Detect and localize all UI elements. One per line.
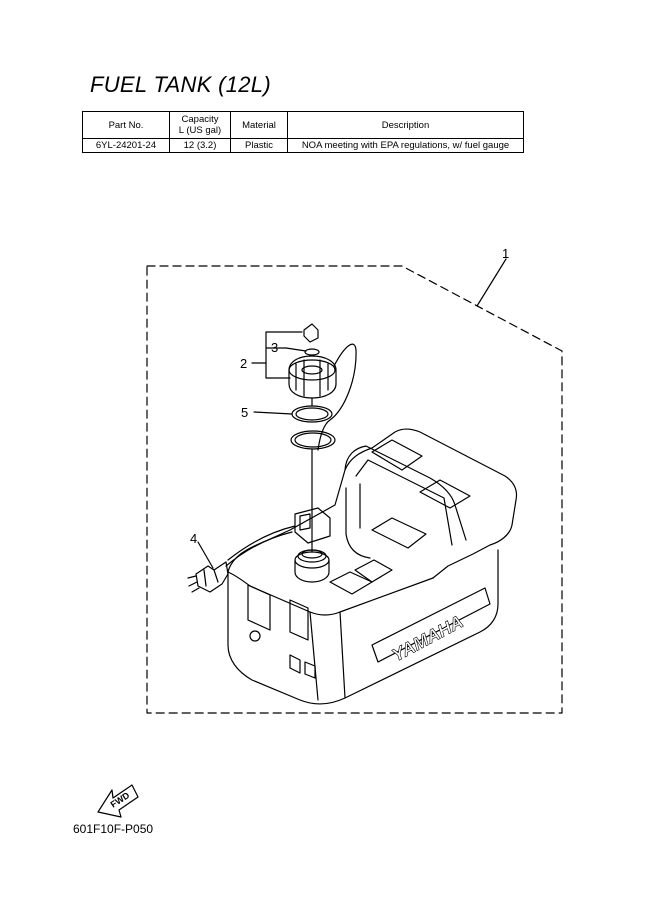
assembly-boundary (146, 265, 563, 714)
cell-capacity: 12 (3.2) (169, 138, 231, 153)
cell-part-no: 6YL-24201-24 (82, 138, 170, 153)
callout-5-leader (253, 411, 293, 415)
filler-cap (288, 323, 337, 399)
callout-3: 3 (271, 340, 278, 355)
cap-gasket (291, 405, 333, 423)
callout-1-leader (476, 258, 507, 307)
table-row: 6YL-24201-24 12 (3.2) Plastic NOA meetin… (82, 138, 524, 153)
cell-description: NOA meeting with EPA regulations, w/ fue… (287, 138, 524, 153)
page-title: FUEL TANK (12L) (90, 72, 271, 97)
table-header-row: Part No. Capacity L (US gal) Material De… (82, 111, 524, 139)
o-ring (290, 430, 336, 450)
header-capacity-line2: L (US gal) (178, 125, 222, 136)
callout-4-leader (197, 541, 214, 569)
figure-code: 601F10F-P050 (73, 822, 154, 836)
fwd-arrow-icon: FWD (97, 784, 139, 818)
header-capacity-line1: Capacity (181, 114, 219, 125)
fuel-connector (187, 561, 229, 593)
callout-2: 2 (240, 356, 247, 371)
fuel-tank: YAMAHA (225, 428, 518, 705)
callout-4: 4 (190, 531, 197, 546)
spec-table: Part No. Capacity L (US gal) Material De… (82, 111, 524, 153)
gauge-wire (317, 343, 357, 451)
header-part-no: Part No. (82, 111, 170, 139)
callout-5: 5 (241, 405, 248, 420)
callout-1: 1 (502, 246, 509, 261)
callout-3-leader-2 (285, 347, 307, 352)
callout-3-bracket (265, 331, 303, 379)
